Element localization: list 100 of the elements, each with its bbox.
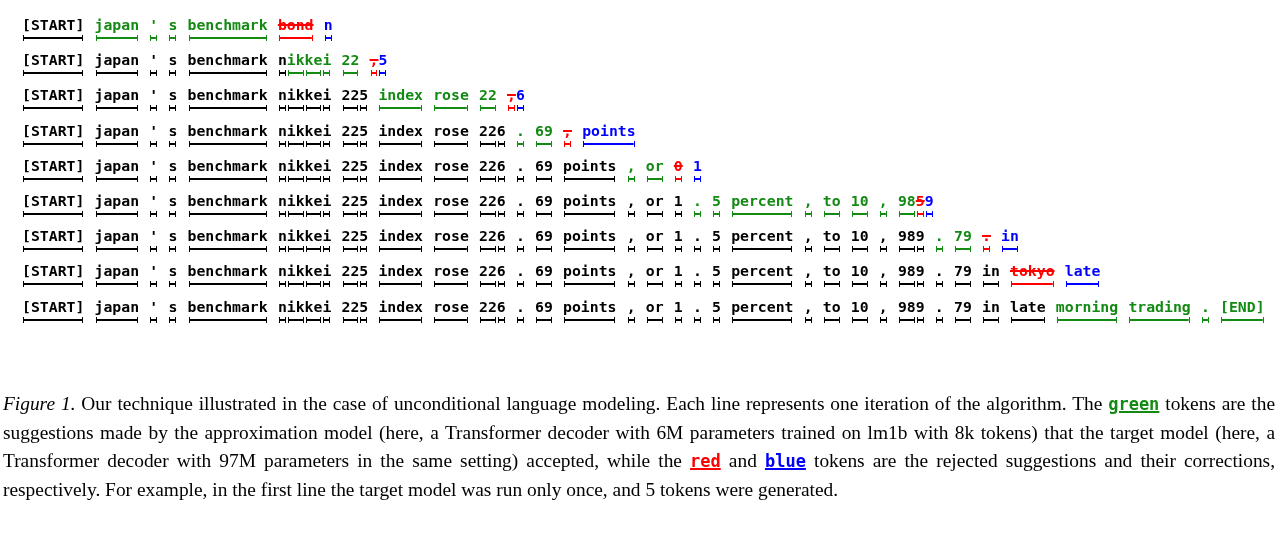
- token: in: [1001, 227, 1019, 254]
- token: percent: [731, 262, 794, 289]
- token: 226: [479, 191, 506, 218]
- token: or: [645, 262, 664, 289]
- token: ,: [563, 121, 572, 148]
- token: benchmark: [187, 297, 268, 324]
- token: 5: [712, 297, 721, 324]
- token: nikkei: [277, 191, 332, 218]
- token: 225: [341, 86, 369, 113]
- figure-caption: Figure 1. Our technique illustrated in the case of unconditional language modeling. Each line represents one iteration of the algorithm. The green tokens are the suggestions made by the approximation model (here, a Transformer decoder with 6M parameters trained on lm1b with 8k tokens) that the target model (here, a Transformer decoder with 97M parameters in the same setting) accepted, while the red and blue tokens are the rejected suggestions and their corrections, respectively. For example, in the first line the target model was run only once, and 5 tokens were generated.: [3, 392, 1275, 503]
- token: 6: [515, 86, 525, 113]
- token: ,: [878, 191, 888, 218]
- token: points: [563, 156, 617, 183]
- token: 10: [850, 262, 869, 289]
- token: 225: [341, 156, 369, 183]
- token: late: [1064, 262, 1101, 289]
- token: japan: [94, 16, 140, 42]
- token: ,: [626, 262, 636, 289]
- token: rose: [433, 156, 469, 183]
- token: .: [692, 262, 702, 289]
- token: japan: [94, 297, 140, 324]
- token: n: [323, 16, 333, 42]
- token: points: [563, 262, 617, 289]
- token: ': [149, 121, 159, 148]
- token: 989: [897, 227, 925, 254]
- token: 79: [953, 262, 972, 289]
- token: [START]: [22, 297, 85, 324]
- token: 225: [341, 262, 369, 289]
- token: rose: [433, 121, 469, 148]
- token: 226: [479, 262, 506, 289]
- token: ': [149, 262, 159, 289]
- token: .: [515, 121, 525, 148]
- token: 22: [479, 86, 497, 113]
- token: 225: [341, 191, 369, 218]
- token: s: [168, 297, 178, 324]
- token: 5: [378, 51, 388, 78]
- token: ,: [626, 227, 636, 254]
- token: japan: [94, 262, 140, 289]
- token: bond: [277, 16, 314, 42]
- token: index: [378, 297, 423, 324]
- token: [START]: [22, 86, 85, 113]
- token: s: [168, 191, 178, 218]
- token: ': [149, 86, 159, 113]
- token: ': [149, 227, 159, 254]
- token: 1: [673, 262, 683, 289]
- token: 989: [897, 262, 925, 289]
- token: nikkei: [277, 156, 332, 183]
- token: .: [934, 297, 944, 324]
- token: 69: [535, 262, 553, 289]
- token: s: [168, 227, 178, 254]
- token: 10: [850, 227, 869, 254]
- token: benchmark: [187, 121, 268, 148]
- token: .: [515, 262, 525, 289]
- token: nikkei: [277, 86, 332, 113]
- token: index: [378, 191, 423, 218]
- token: 22: [341, 51, 360, 78]
- token: nikkei: [277, 227, 332, 254]
- token: points: [563, 297, 617, 324]
- token: rose: [433, 227, 469, 254]
- token: japan: [94, 156, 140, 183]
- token: [START]: [22, 262, 85, 289]
- token: .: [934, 227, 944, 254]
- token: benchmark: [187, 16, 268, 42]
- token: nikkei: [277, 262, 332, 289]
- token: 69: [535, 121, 553, 148]
- token: .: [515, 156, 525, 183]
- token: 225: [341, 227, 369, 254]
- token: percent: [731, 227, 794, 254]
- token: ,: [803, 191, 813, 218]
- token: 10: [850, 191, 869, 218]
- token: 9: [924, 191, 934, 218]
- token: points: [582, 121, 636, 148]
- token: points: [563, 191, 617, 218]
- token: s: [168, 121, 178, 148]
- token: 1: [692, 156, 702, 183]
- token: [END]: [1220, 297, 1265, 324]
- token: japan: [94, 86, 140, 113]
- token: 225: [341, 121, 369, 148]
- token: 5: [712, 262, 721, 289]
- token: rose: [433, 297, 469, 324]
- token: ,: [626, 297, 636, 324]
- token: 69: [535, 297, 553, 324]
- token: benchmark: [187, 86, 268, 113]
- token: .: [515, 227, 525, 254]
- token: 226: [479, 121, 506, 148]
- token: to: [822, 227, 841, 254]
- token: .: [934, 262, 944, 289]
- token: [START]: [22, 227, 85, 254]
- token: s: [168, 51, 178, 78]
- token: japan: [94, 121, 140, 148]
- token: benchmark: [187, 227, 268, 254]
- token: ': [149, 16, 159, 42]
- token: .: [1200, 297, 1210, 324]
- token: benchmark: [187, 262, 268, 289]
- token: ,: [878, 262, 888, 289]
- token: index: [378, 86, 423, 113]
- token: [START]: [22, 191, 85, 218]
- token: ': [149, 156, 159, 183]
- token: 10: [850, 297, 869, 324]
- token: .: [515, 191, 525, 218]
